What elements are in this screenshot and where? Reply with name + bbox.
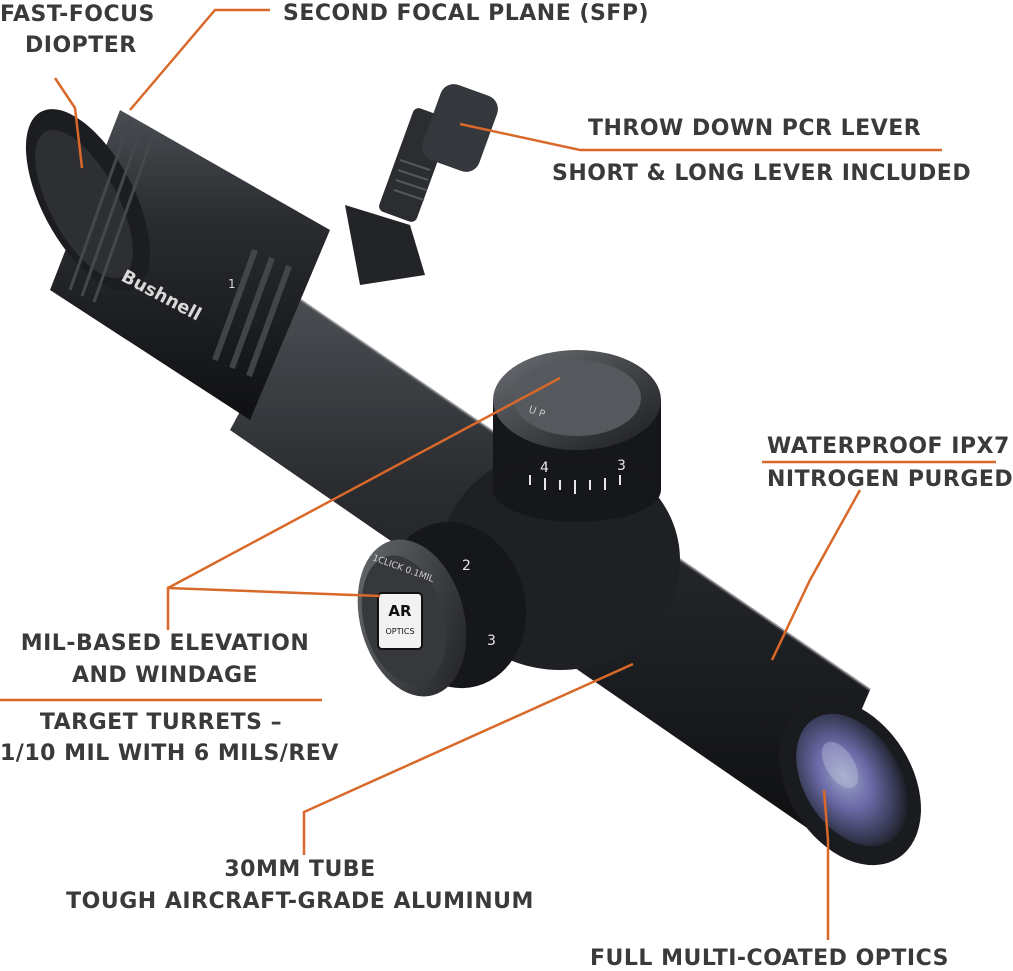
label-pcr-2: SHORT & LONG LEVER INCLUDED <box>552 161 972 186</box>
objective-bell <box>779 698 921 866</box>
windage-digit: 3 <box>487 633 496 649</box>
windage-turret: AR OPTICS 1CLICK 0.1MIL 2 3 <box>357 521 527 697</box>
eyepiece: Bushnell 1 <box>25 109 330 420</box>
turret-callout-line-b <box>167 376 561 590</box>
objective-lens <box>796 713 908 847</box>
label-tube-1: 30MM TUBE <box>224 857 376 882</box>
diopter-callout-line <box>53 77 84 169</box>
badge-ar: AR <box>388 602 412 620</box>
sfp-callout-line <box>129 8 270 111</box>
elevation-turret: 4 3 U P <box>493 350 661 522</box>
waterproof-callout-line <box>770 489 862 661</box>
pcr-callout-line <box>459 122 942 152</box>
label-waterproof-1: WATERPROOF IPX7 <box>767 434 1010 459</box>
power-mark: 1 <box>228 277 236 291</box>
throw-lever <box>345 84 498 285</box>
elevation-digit: 3 <box>617 458 626 474</box>
label-turret-1: MIL-BASED ELEVATION <box>20 631 310 656</box>
label-turret-4: 1/10 MIL WITH 6 MILS/REV <box>0 741 339 766</box>
elevation-digit: 4 <box>540 460 549 476</box>
turret-arrow-text: U P <box>527 404 546 420</box>
optics-callout-line <box>822 789 830 940</box>
ar-optics-badge <box>377 592 423 650</box>
turret-callout-line-a <box>166 586 381 630</box>
label-diopter-2: DIOPTER <box>25 33 137 58</box>
windage-digit: 2 <box>462 558 471 574</box>
label-sfp: SECOND FOCAL PLANE (SFP) <box>283 1 650 26</box>
label-waterproof-2: NITROGEN PURGED <box>767 467 1013 492</box>
label-tube-2: TOUGH AIRCRAFT-GRADE ALUMINUM <box>66 889 534 914</box>
tube-callout-line <box>302 662 634 855</box>
badge-optics: OPTICS <box>385 627 414 636</box>
label-optics: FULL MULTI-COATED OPTICS <box>590 946 949 971</box>
label-turret-2: AND WINDAGE <box>71 663 259 688</box>
callout-lines <box>0 8 996 940</box>
label-turret-3: TARGET TURRETS – <box>39 710 283 735</box>
label-pcr-1: THROW DOWN PCR LEVER <box>588 116 922 141</box>
label-diopter-1: FAST-FOCUS <box>0 2 155 27</box>
